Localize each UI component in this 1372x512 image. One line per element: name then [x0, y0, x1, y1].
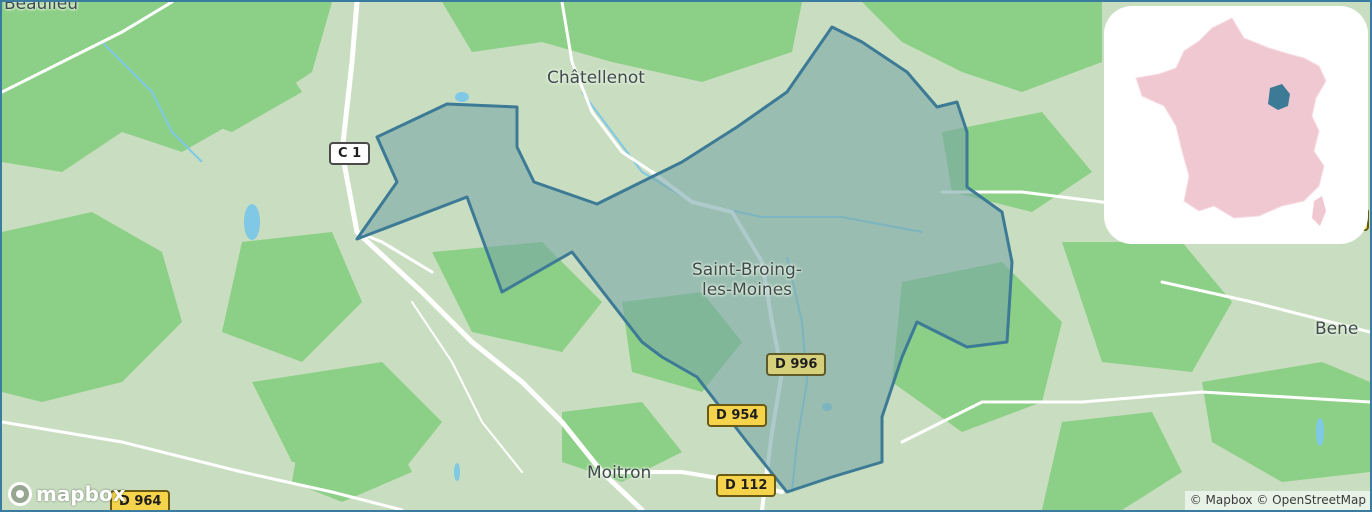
map-attribution[interactable]: © Mapbox © OpenStreetMap: [1184, 491, 1370, 510]
water-areas: [244, 92, 1324, 481]
inset-france-outline: [1135, 17, 1327, 226]
road-shield-d954: D 954: [707, 404, 768, 427]
road-shield-d112: D 112: [716, 474, 777, 497]
mapbox-logo-icon: [8, 482, 32, 506]
road-shield-c1: C 1: [329, 142, 371, 165]
inset-region-highlight: [1268, 84, 1290, 110]
mapbox-wordmark: mapbox: [36, 482, 126, 506]
commune-boundary-area[interactable]: [355, 25, 1014, 494]
road-shield-d964: D 964: [110, 490, 171, 510]
inset-locator-map: [1104, 6, 1368, 244]
mapbox-logo[interactable]: mapbox: [8, 482, 126, 506]
road-shield-d996: D 996: [766, 353, 827, 376]
